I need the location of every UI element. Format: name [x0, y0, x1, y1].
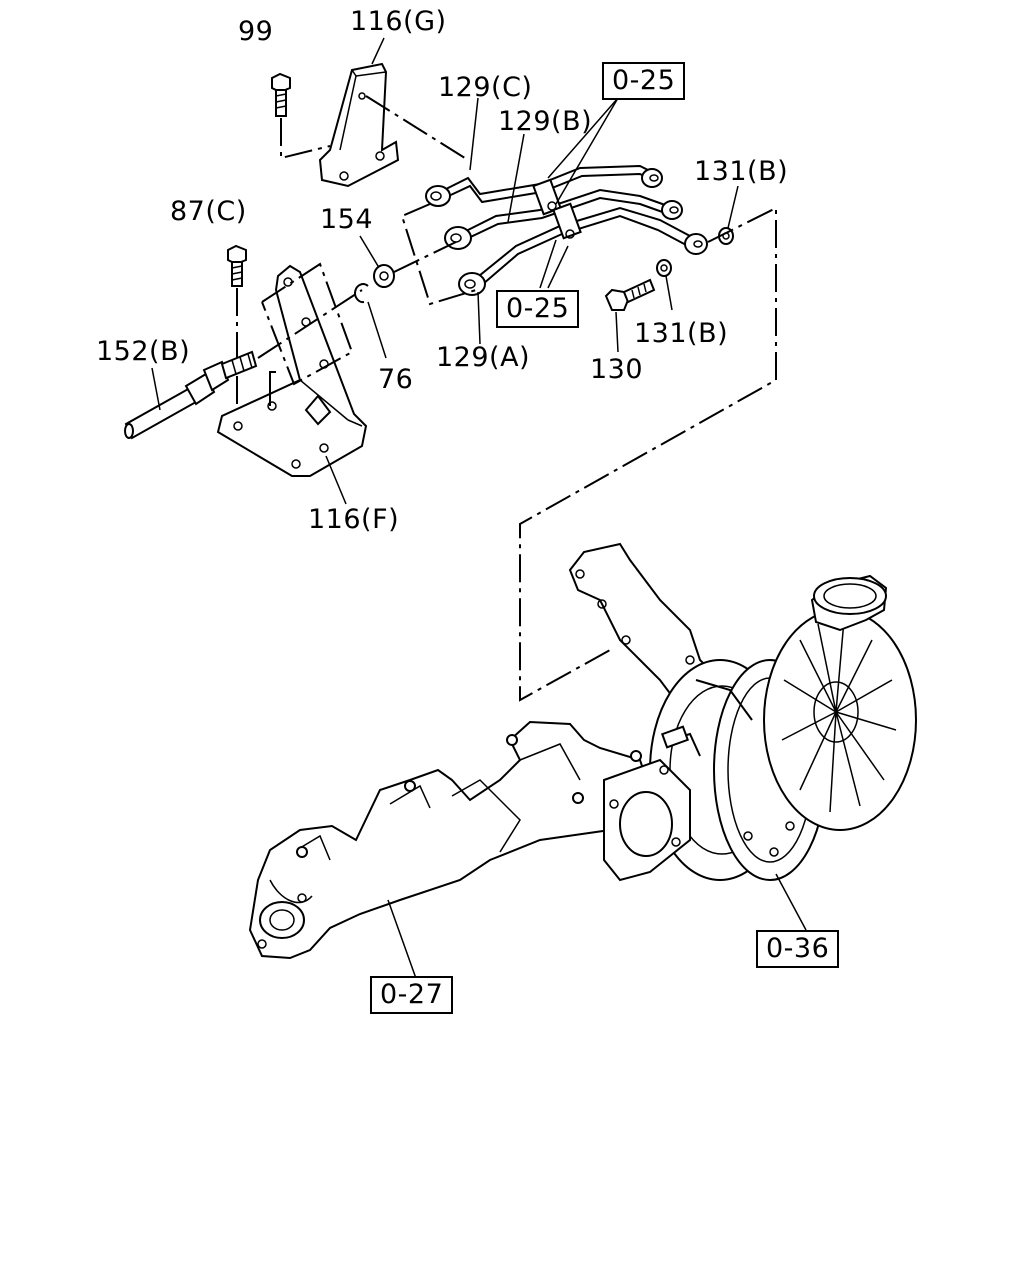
nut-154: [373, 264, 395, 288]
washer-131b-low: [656, 259, 672, 277]
leader-129a: [477, 291, 481, 345]
leader-036: [775, 873, 807, 931]
label-152b: 152(B): [96, 336, 191, 367]
label-76: 76: [378, 364, 414, 395]
label-131b-low: 131(B): [634, 318, 729, 349]
eye-bolt-130: [604, 278, 656, 311]
leader-116f: [325, 455, 347, 505]
fitting-dash: [400, 203, 477, 306]
leader-99: [280, 118, 331, 160]
leader-025b-2: [547, 245, 569, 289]
ref-label-027: 0-27: [370, 976, 454, 1014]
washer-76: [354, 283, 369, 304]
bracket-116f-dash: [261, 262, 354, 386]
label-99: 99: [238, 16, 274, 47]
label-116g: 116(G): [350, 6, 447, 37]
leader-116g: [365, 95, 469, 161]
label-154: 154: [320, 204, 374, 235]
ref-label-025-low: 0-25: [496, 290, 580, 328]
axis-152b: [257, 289, 363, 359]
leader-025a-2: [555, 97, 619, 205]
leader-152b: [151, 367, 161, 411]
ref-label-036: 0-36: [756, 930, 840, 968]
fitting-dash-2: [393, 241, 457, 273]
leader-025b-1: [539, 239, 557, 289]
leader-154: [359, 235, 379, 267]
label-129c: 129(C): [438, 72, 533, 103]
bracket-116f: [216, 264, 368, 477]
leader-131b-top: [727, 185, 739, 229]
leader-116g-label: [371, 37, 385, 65]
ref-label-025-top: 0-25: [602, 62, 686, 100]
leader-76: [367, 301, 387, 359]
bolt-99: [271, 72, 291, 117]
bracket-116f-stud: [269, 371, 276, 406]
label-130: 130: [590, 354, 644, 385]
dash-to-turbo: [519, 206, 777, 702]
bracket-116g: [318, 62, 400, 188]
leader-129c: [469, 97, 479, 171]
leader-027: [387, 899, 419, 985]
label-129a: 129(A): [436, 342, 531, 373]
label-116f: 116(F): [308, 504, 400, 535]
turbocharger: [568, 542, 917, 882]
label-129b: 129(B): [498, 106, 593, 137]
bolt-87c: [227, 244, 247, 287]
leader-025a-1: [547, 97, 619, 179]
leader-129b: [507, 133, 525, 223]
connector-152b: [124, 350, 258, 440]
leader-130: [615, 311, 619, 353]
oil-pipes: [425, 164, 708, 296]
leader-131b-low: [665, 275, 673, 311]
label-131b-top: 131(B): [694, 156, 789, 187]
label-87c: 87(C): [170, 196, 247, 227]
